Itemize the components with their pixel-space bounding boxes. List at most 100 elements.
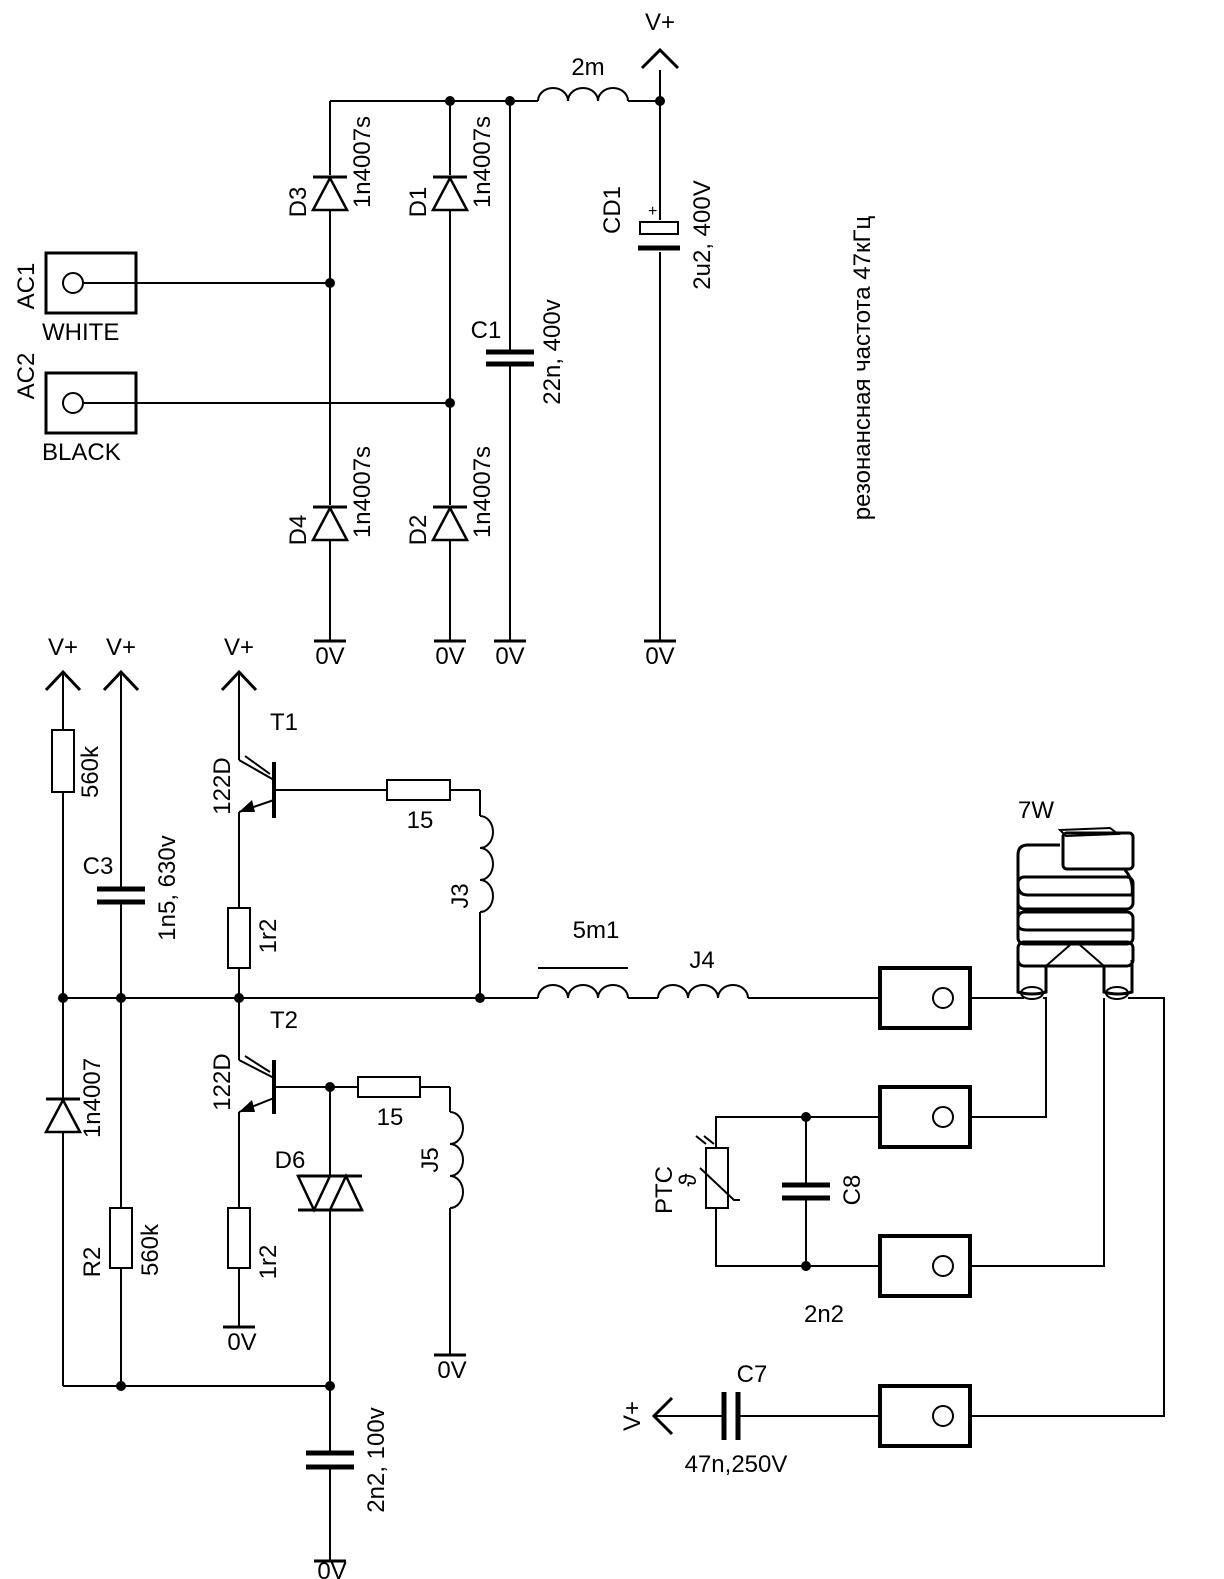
diode-d2: D2 1n4007s <box>405 446 496 545</box>
c8-value: 2n2 <box>804 1301 844 1328</box>
supply-vplus-arrow: V+ <box>640 9 680 70</box>
d4-ref: D4 <box>285 515 312 546</box>
ptc-thermistor: ϑ PTC <box>651 1135 740 1214</box>
d1-ref: D1 <box>405 187 432 218</box>
j4-ref: J4 <box>689 947 714 974</box>
r-t2-emitter-value: 1r2 <box>255 1245 282 1280</box>
diode-1n4007-value: 1n4007 <box>79 1058 106 1138</box>
t1-value: 122D <box>209 757 236 814</box>
inverter-wires <box>62 674 880 1560</box>
c1-ref: C1 <box>471 317 502 344</box>
ac1-ref: AC1 <box>13 263 40 310</box>
ground-label-bottom: 0V <box>317 1558 346 1579</box>
vplus-label-3: V+ <box>224 634 254 661</box>
diode-d3: D3 1n4007s <box>285 116 376 217</box>
c-bottom-value: 2n2, 100v <box>363 1407 390 1512</box>
lamp-connectors <box>878 966 972 1448</box>
r-top-value: 560k <box>77 745 104 798</box>
transistor-t2: T2 122D <box>209 1007 298 1114</box>
inverter-junctions <box>58 993 485 1391</box>
capacitor-c7: C7 47n,250V <box>685 1361 788 1478</box>
j3-ref: J3 <box>447 883 474 908</box>
capacitor-cd1: + CD1 2u2, 400V <box>599 180 716 289</box>
bottom-ground: 0V <box>314 1558 347 1579</box>
winding-j5: J5 <box>417 1111 464 1209</box>
r-t1-base-value: 15 <box>407 807 434 834</box>
c8-ref: C8 <box>839 1175 866 1206</box>
cfl-lamp: 7W <box>1016 797 1135 1000</box>
j5-ground: 0V <box>434 1353 467 1384</box>
diac-d6: D6 <box>275 1147 364 1213</box>
c7-ref: C7 <box>737 1361 768 1388</box>
vplus-label-1: V+ <box>48 634 78 661</box>
resistor-r2: R2 560k <box>79 1207 164 1278</box>
capacitor-c3: C3 1n5, 630v <box>83 835 181 940</box>
ground-label-j5: 0V <box>437 1357 466 1384</box>
resistor-560k-top: 560k <box>51 729 104 798</box>
lamp-junctions <box>801 1112 811 1271</box>
lamp-power: 7W <box>1018 797 1054 824</box>
c3-value: 1n5, 630v <box>154 835 181 940</box>
supply-junctions <box>325 96 665 408</box>
supply-wires <box>83 70 661 640</box>
ground-label-c1: 0V <box>495 643 524 670</box>
inverter-vplus-arrows: V+ V+ V+ <box>44 634 258 692</box>
lamp-wires <box>654 997 1165 1417</box>
ground-label-d2: 0V <box>435 643 464 670</box>
lamp-vplus-arrow: V+ <box>619 1396 674 1436</box>
r-t2-base-value: 15 <box>377 1104 404 1131</box>
cd1-ref: CD1 <box>599 186 626 234</box>
resistor-t1-base: 15 <box>386 779 451 834</box>
ptc-ref: PTC <box>651 1166 678 1214</box>
c7-value: 47n,250V <box>685 1451 788 1478</box>
capacitor-c1: C1 22n, 400v <box>471 299 566 404</box>
resistor-t2-base: 15 <box>357 1076 421 1131</box>
supply-grounds: 0V 0V 0V 0V <box>314 639 676 670</box>
capacitor-2n2-100v: 2n2, 100v <box>306 1407 390 1513</box>
c1-value: 22n, 400v <box>539 299 566 404</box>
diode-d4: D4 1n4007s <box>285 446 376 545</box>
d2-ref: D2 <box>405 515 432 546</box>
ground-label-d4: 0V <box>315 643 344 670</box>
supply-inductor-value: 2m <box>571 54 604 81</box>
t2-emitter-ground: 0V <box>223 1325 257 1356</box>
ac2-connector: AC2 BLACK <box>13 353 138 466</box>
choke-value: 5m1 <box>573 917 620 944</box>
capacitor-c8: C8 2n2 <box>782 1175 866 1328</box>
d2-value: 1n4007s <box>469 446 496 538</box>
t1-ref: T1 <box>270 709 298 736</box>
d1-value: 1n4007s <box>469 116 496 208</box>
ground-label-cd1: 0V <box>645 643 674 670</box>
j5-ref: J5 <box>417 1147 444 1172</box>
ac2-ref: AC2 <box>13 353 40 400</box>
supply-vplus-label: V+ <box>645 9 675 36</box>
t2-value: 122D <box>209 1053 236 1110</box>
supply-inductor: 2m <box>537 54 629 102</box>
resistor-t1-emitter: 1r2 <box>227 907 282 969</box>
ac1-label: WHITE <box>42 319 119 346</box>
cd1-plus: + <box>648 203 657 220</box>
ac2-label: BLACK <box>42 439 121 466</box>
c3-ref: C3 <box>83 853 114 880</box>
resistor-t2-emitter: 1r2 <box>227 1207 282 1280</box>
r-t1-emitter-value: 1r2 <box>255 919 282 954</box>
d3-ref: D3 <box>285 187 312 218</box>
transistor-t1: T1 122D <box>209 709 298 818</box>
r2-value: 560k <box>137 1223 164 1276</box>
diode-1n4007: 1n4007 <box>43 1058 106 1138</box>
d4-value: 1n4007s <box>349 446 376 538</box>
choke-5m1: 5m1 J4 <box>537 917 749 999</box>
resonance-note: резонансная частота 47кГц <box>849 216 876 521</box>
d6-ref: D6 <box>275 1147 306 1174</box>
d3-value: 1n4007s <box>349 116 376 208</box>
vplus-label-2: V+ <box>106 634 136 661</box>
ac1-connector: AC1 WHITE <box>13 251 138 346</box>
ground-label-t2: 0V <box>227 1329 256 1356</box>
r2-ref: R2 <box>79 1247 106 1278</box>
t2-ref: T2 <box>270 1007 298 1034</box>
cd1-value: 2u2, 400V <box>689 180 716 289</box>
diode-d1: D1 1n4007s <box>405 116 496 217</box>
lamp-vplus-label: V+ <box>619 1401 646 1431</box>
winding-j3: J3 <box>447 815 494 913</box>
